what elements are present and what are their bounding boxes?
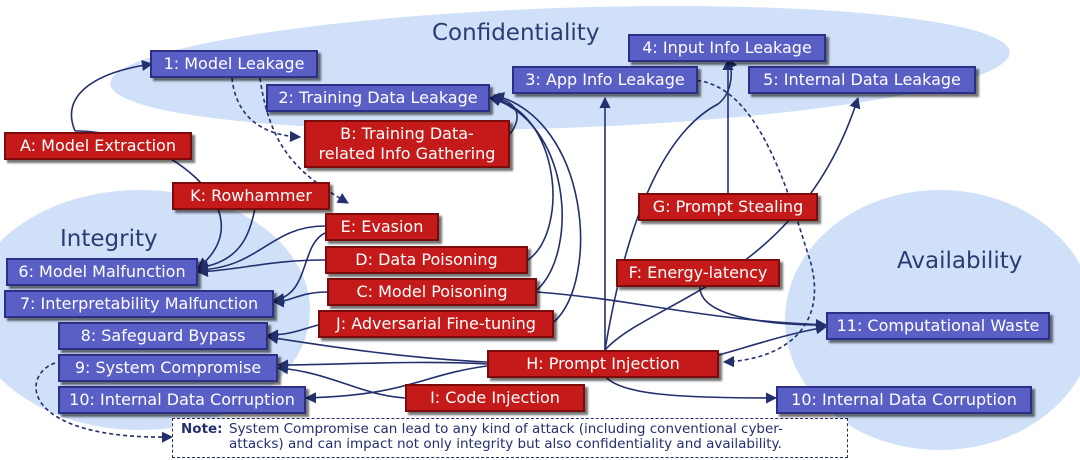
impact-internal-data-corruption-left: 10: Internal Data Corruption	[58, 386, 306, 414]
impact-safeguard-bypass: 8: Safeguard Bypass	[58, 322, 268, 350]
edge-i-to-9	[276, 363, 406, 399]
edge-e-to-6	[196, 225, 326, 276]
edge-f-to-11	[699, 286, 828, 331]
impact-internal-data-corruption-right: 10: Internal Data Corruption	[776, 386, 1032, 414]
impact-input-info-leakage: 4: Input Info Leakage	[628, 34, 826, 62]
edge-h-to-8	[266, 332, 488, 363]
impact-internal-data-leakage: 5: Internal Data Leakage	[748, 66, 976, 94]
edge-j-to-3	[492, 92, 582, 323]
attack-adversarial-fine-tuning: J: Adversarial Fine-tuning	[318, 310, 554, 338]
note-text-line2: attacks) and can impact not only integri…	[229, 436, 782, 452]
attack-model-poisoning: C: Model Poisoning	[327, 278, 537, 306]
note-text-line1: System Compromise can lead to any kind o…	[229, 421, 783, 437]
edge-h-to-9	[276, 359, 488, 371]
availability-label: Availability	[897, 248, 1023, 274]
integrity-label: Integrity	[60, 226, 158, 252]
edge-1-to-e	[259, 77, 349, 204]
edge-k-to-6	[196, 207, 256, 273]
impact-system-compromise: 9: System Compromise	[58, 354, 278, 382]
attack-data-poisoning: D: Data Poisoning	[325, 246, 528, 274]
impact-computational-waste: 11: Computational Waste	[826, 312, 1050, 340]
attack-prompt-injection: H: Prompt Injection	[487, 350, 719, 378]
attack-evasion: E: Evasion	[325, 213, 439, 241]
attack-prompt-stealing: G: Prompt Stealing	[638, 193, 818, 221]
attack-b-line1: B: Training Data-	[340, 124, 474, 143]
edge-1-to-b	[231, 77, 302, 143]
attack-b-line2: related Info Gathering	[318, 144, 496, 163]
edge-c-to-11	[536, 291, 828, 331]
edge-3-to-h	[689, 79, 816, 368]
edge-d-to-6	[196, 259, 326, 278]
impact-model-malfunction: 6: Model Malfunction	[6, 258, 198, 286]
attack-rowhammer: K: Rowhammer	[172, 182, 330, 210]
note-label: Note:	[181, 421, 223, 437]
impact-training-data-leakage: 2: Training Data Leakage	[266, 84, 490, 112]
edge-h-to-10b	[604, 375, 778, 404]
attack-training-data-info-gathering: B: Training Data- related Info Gathering	[304, 120, 510, 168]
confidentiality-label: Confidentiality	[432, 20, 600, 46]
attack-energy-latency: F: Energy-latency	[616, 259, 780, 287]
impact-app-info-leakage: 3: App Info Leakage	[512, 66, 698, 94]
attack-code-injection: I: Code Injection	[405, 384, 585, 412]
edge-a-to-1	[70, 59, 154, 132]
impact-model-leakage: 1: Model Leakage	[150, 50, 318, 78]
edge-c-to-7	[272, 291, 328, 308]
impact-interpretability-malfunction: 7: Interpretability Malfunction	[4, 290, 274, 318]
edge-c-to-2	[488, 95, 563, 291]
system-compromise-note: Note: System Compromise can lead to any …	[172, 418, 848, 458]
edge-d-to-2	[488, 94, 554, 261]
attack-model-extraction: A: Model Extraction	[4, 132, 192, 160]
